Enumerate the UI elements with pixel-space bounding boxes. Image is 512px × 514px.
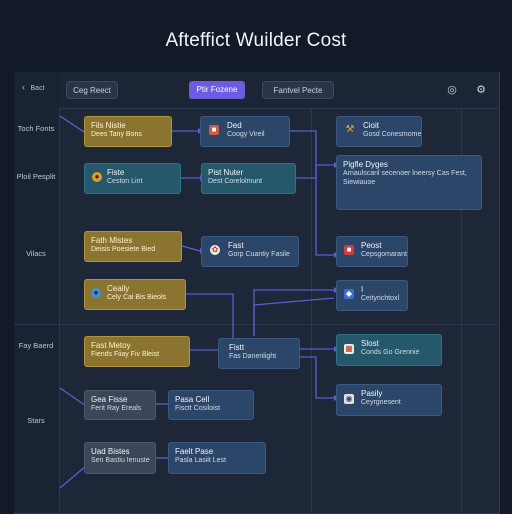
wrench-icon: ⚒ bbox=[345, 124, 355, 135]
settings-icon[interactable]: ⚙ bbox=[476, 84, 486, 96]
chevron-left-icon: ‹ bbox=[22, 82, 25, 92]
node-title: Gea Fisse bbox=[91, 395, 128, 404]
node-subtitle: Cepsgomarant bbox=[361, 251, 407, 258]
node-faelt-pase[interactable]: Faelt Pase Pasla Lasiit Lest bbox=[168, 442, 266, 474]
node-subtitle: Fisctt Cosiloist bbox=[175, 405, 221, 412]
node-subtitle-2: Siewiauoe bbox=[343, 179, 376, 186]
node-subtitle: Deisis Poesiete Bied bbox=[91, 246, 156, 253]
node-subtitle: Pasla Lasiit Lest bbox=[175, 457, 226, 464]
node-subtitle: Sen Bastiu Ienuste bbox=[91, 457, 150, 464]
node-subtitle: Dees Tany Bons bbox=[91, 131, 142, 138]
node-title: Slost bbox=[361, 339, 379, 348]
column-divider bbox=[59, 108, 60, 512]
node-title: Uad Bistes bbox=[91, 447, 130, 456]
node-slost[interactable]: ▦ Slost Conds Go Grennie bbox=[336, 334, 442, 366]
target-icon[interactable]: ◎ bbox=[447, 84, 457, 96]
row-label: Vilacs bbox=[26, 249, 46, 258]
puzzle-icon: ◆ bbox=[344, 289, 354, 299]
column-divider bbox=[461, 108, 462, 512]
node-subtitle: Dest Corelolmunt bbox=[208, 178, 263, 185]
node-subtitle: Fas Danenlight bbox=[229, 353, 277, 360]
sidebar bbox=[14, 72, 60, 512]
node-fistt[interactable]: Fistt Fas Danenlight bbox=[218, 338, 300, 369]
node-fils-nistie[interactable]: Fils Nistie Dees Tany Bons bbox=[84, 116, 172, 147]
node-uad-bistes[interactable]: Uad Bistes Sen Bastiu Ienuste bbox=[84, 442, 156, 474]
node-title: I bbox=[361, 285, 364, 294]
node-title: Fiste bbox=[107, 168, 125, 177]
back-label: Bact bbox=[30, 85, 45, 92]
node-subtitle: Arnaulscanl secenoer lneersy Cas Fest, bbox=[343, 170, 467, 177]
column-divider bbox=[311, 108, 312, 512]
sun-icon: ● bbox=[92, 172, 102, 182]
node-title: Cioit bbox=[363, 121, 380, 130]
node-title: Peost bbox=[361, 241, 382, 250]
node-title: Ceaily bbox=[107, 284, 130, 293]
page-title: Afteffict Wuilder Cost bbox=[165, 30, 347, 51]
node-subtitle: Cely Cai Bis Bieols bbox=[107, 294, 167, 301]
node-title: Pasily bbox=[361, 389, 383, 398]
row-label: Toch Fonts bbox=[17, 124, 55, 133]
node-title: Ded bbox=[227, 121, 242, 130]
node-title: Fils Nistie bbox=[91, 121, 126, 130]
calendar-icon: ■ bbox=[344, 245, 354, 255]
row-label: Fay Baerd bbox=[18, 341, 54, 350]
node-fast-metoy[interactable]: Fast Metoy Fiends Fiiay Fiv Bleist bbox=[84, 336, 190, 367]
node-title: Pasa Cell bbox=[175, 395, 210, 404]
node-ded[interactable]: ■ Ded Coogy Vireil bbox=[200, 116, 290, 147]
node-subtitle: Ceyrgnesent bbox=[361, 399, 401, 406]
node-pasily[interactable]: ◉ Pasily Ceyrgnesent bbox=[336, 384, 442, 416]
node-pigfle-dyges[interactable]: Pigfle Dyges Arnaulscanl secenoer lneers… bbox=[336, 155, 482, 210]
row-divider bbox=[14, 324, 498, 325]
node-subtitle: Ceston Lint bbox=[107, 178, 143, 185]
node-fiste[interactable]: ● Fiste Ceston Lint bbox=[84, 163, 181, 194]
node-subtitle: Gorp Cuantiy Fasile bbox=[228, 251, 290, 258]
gallery-icon: ◉ bbox=[344, 394, 354, 404]
tab-ptir-fozene[interactable]: Ptir Fozene bbox=[189, 81, 245, 99]
node-subtitle: Ceityrichtoxl bbox=[361, 295, 400, 302]
node-title: Faelt Pase bbox=[175, 447, 214, 456]
node-subtitle: Ferit Ray Ereals bbox=[91, 405, 142, 412]
node-gea-fisse[interactable]: Gea Fisse Ferit Ray Ereals bbox=[84, 390, 156, 420]
node-subtitle: Coogy Vireil bbox=[227, 131, 265, 138]
node-cioit[interactable]: ⚒ Cioit Gosd Conesmomet bbox=[336, 116, 422, 147]
tab-fantvel-pecte[interactable]: Fantvel Pecte bbox=[262, 81, 334, 99]
node-subtitle: Fiends Fiiay Fiv Bleist bbox=[91, 351, 160, 358]
compass-icon: ✿ bbox=[210, 245, 220, 255]
node-title: Fast Metoy bbox=[91, 341, 131, 350]
node-subtitle: Gosd Conesmomet bbox=[363, 131, 422, 138]
node-title: Fath Mistes bbox=[91, 236, 133, 245]
calendar-icon: ▦ bbox=[344, 344, 354, 354]
tab-ceg-reect[interactable]: Ceg Reect bbox=[66, 81, 118, 99]
node-subtitle: Conds Go Grennie bbox=[361, 349, 420, 356]
back-button[interactable]: ‹ Bact bbox=[22, 82, 45, 92]
node-i[interactable]: ◆ I Ceityrichtoxl bbox=[336, 280, 408, 311]
node-title: Fast bbox=[228, 241, 244, 250]
node-pist-nuter[interactable]: Pist Nuter Dest Corelolmunt bbox=[201, 163, 296, 194]
node-title: Pist Nuter bbox=[208, 168, 244, 177]
row-label: Stars bbox=[27, 416, 45, 425]
node-title: Pigfle Dyges bbox=[343, 160, 388, 169]
node-peost[interactable]: ■ Peost Cepsgomarant bbox=[336, 236, 408, 267]
node-title: Fistt bbox=[229, 343, 245, 352]
node-fast[interactable]: ✿ Fast Gorp Cuantiy Fasile bbox=[201, 236, 299, 267]
row-label: Ploil Pesplit bbox=[16, 172, 56, 181]
node-pasa-cell[interactable]: Pasa Cell Fisctt Cosiloist bbox=[168, 390, 254, 420]
node-fath-mistes[interactable]: Fath Mistes Deisis Poesiete Bied bbox=[84, 231, 182, 262]
globe-icon: ● bbox=[91, 288, 101, 298]
box-icon: ■ bbox=[209, 125, 219, 135]
node-ceaily[interactable]: ● Ceaily Cely Cai Bis Bieols bbox=[84, 279, 186, 310]
